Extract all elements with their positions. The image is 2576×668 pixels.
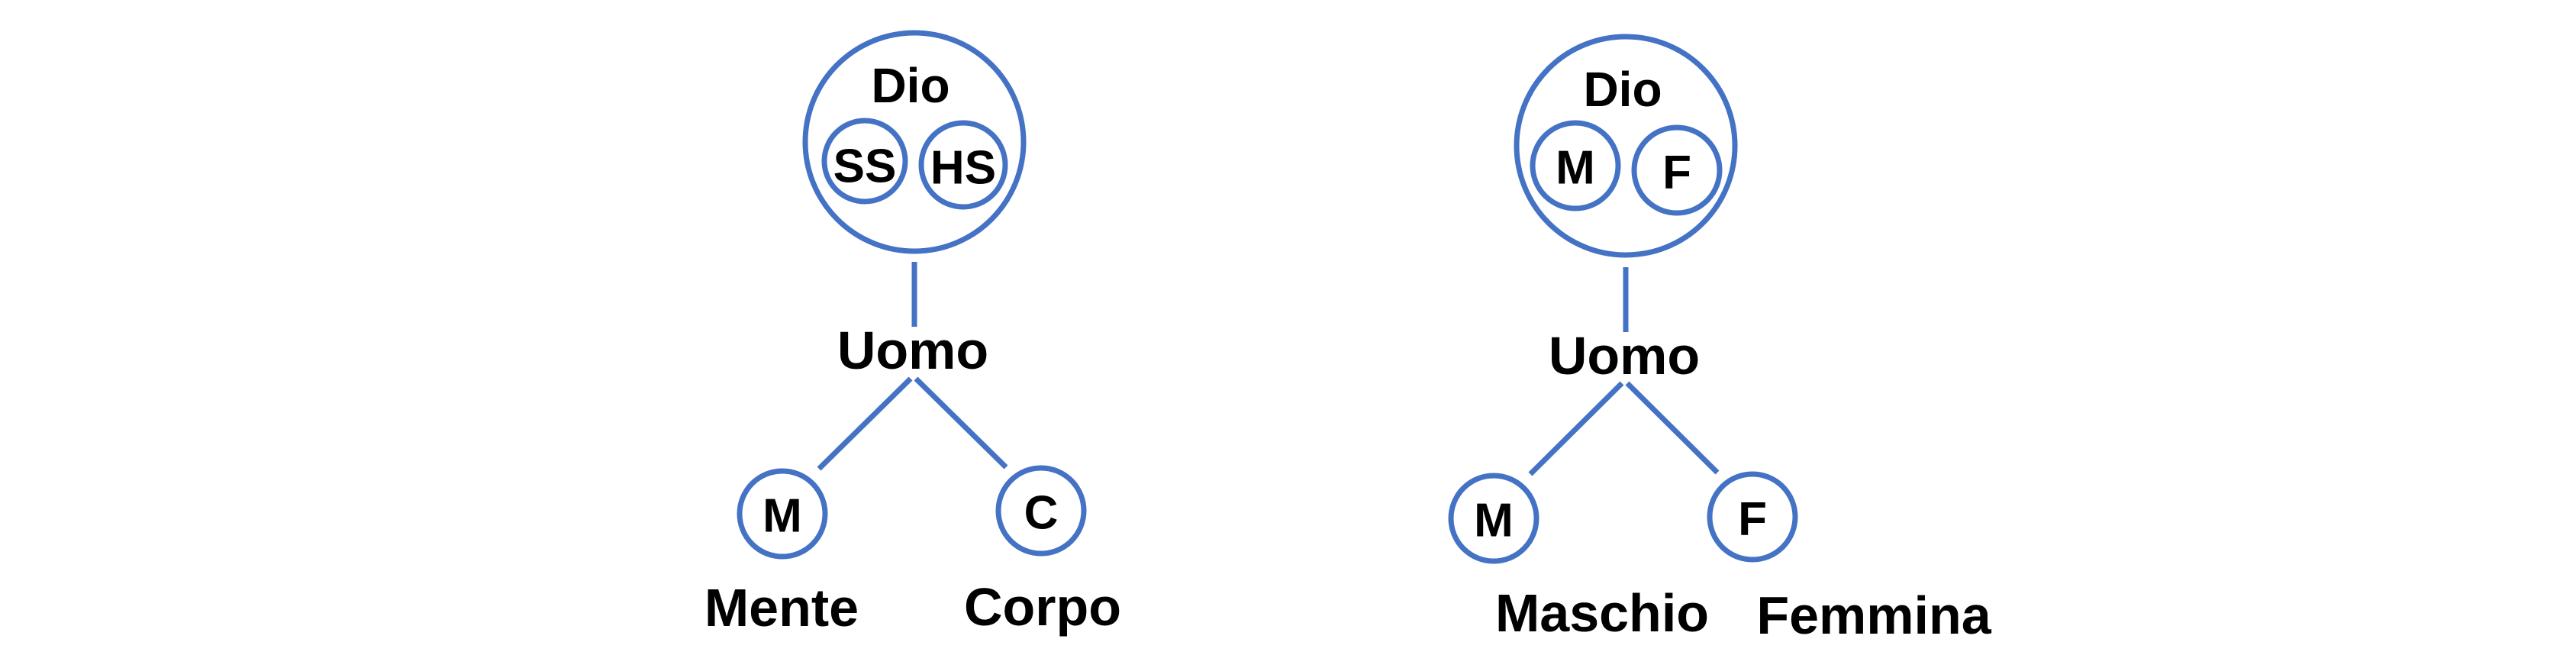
left-diagram: Dio SS HS Uomo M C Mente Corpo	[704, 30, 1121, 637]
right-child-letter-1: M	[1474, 495, 1514, 547]
left-child-caption-1: Mente	[704, 578, 859, 637]
left-middle-label: Uomo	[837, 321, 988, 380]
left-child-letter-2: C	[1024, 487, 1059, 540]
right-child-circle-1	[1448, 473, 1539, 564]
right-inner-label-2: F	[1662, 147, 1691, 199]
left-top-circle	[802, 30, 1027, 254]
right-branch-right	[1625, 381, 1720, 475]
left-child-circle-2	[995, 465, 1087, 557]
right-child-letter-2: F	[1738, 493, 1767, 546]
right-top-label: Dio	[1583, 62, 1662, 117]
left-child-caption-2: Corpo	[964, 577, 1121, 637]
left-inner-label-1: SS	[833, 140, 897, 193]
left-inner-circle-1	[821, 118, 908, 205]
right-middle-label: Uomo	[1549, 326, 1700, 386]
left-branch-left	[817, 376, 913, 471]
right-inner-circle-1	[1530, 120, 1621, 211]
left-child-letter-1: M	[762, 490, 802, 543]
right-inner-label-1: M	[1556, 142, 1595, 195]
right-inner-circle-2	[1631, 124, 1723, 216]
left-top-label: Dio	[871, 58, 949, 113]
right-diagram: Dio M F Uomo M F Maschio Femmina	[1448, 34, 1992, 645]
right-top-circle	[1514, 34, 1738, 258]
right-child-caption-1: Maschio	[1495, 583, 1709, 643]
right-child-circle-2	[1707, 471, 1798, 563]
left-child-circle-1	[737, 468, 828, 560]
left-inner-circle-2	[918, 120, 1008, 210]
right-child-caption-2: Femmina	[1756, 586, 1991, 645]
left-inner-label-2: HS	[930, 142, 996, 195]
right-branch-left	[1528, 381, 1624, 476]
left-branch-right	[914, 376, 1008, 470]
